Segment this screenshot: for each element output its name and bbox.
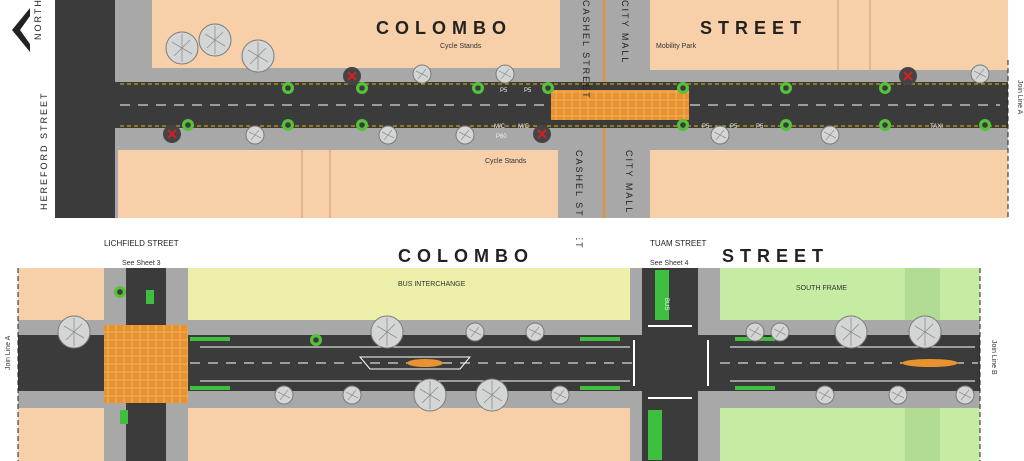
bay-p5: P5 [730, 124, 738, 130]
tree-small [770, 322, 790, 342]
tuam-street-label: TUAM STREET [650, 239, 707, 248]
bus-interchange-label: BUS INTERCHANGE [398, 281, 466, 288]
new-tree-marker [780, 82, 792, 94]
new-tree-marker [472, 82, 484, 94]
new-tree-marker [356, 82, 368, 94]
bay-mc: M/C [518, 124, 530, 130]
tree-canopy [413, 378, 447, 412]
bay-p5: P5 [500, 88, 508, 94]
hereford-road [55, 0, 115, 218]
city-mall-label-lower: CITY MALL [624, 150, 634, 214]
new-tree-marker [356, 119, 368, 131]
tree-small [820, 125, 840, 145]
tree-small [550, 385, 570, 405]
tree-canopy [908, 315, 942, 349]
south-frame-label: SOUTH FRAME [796, 285, 847, 292]
join-line-a-label: Join Line A [1016, 80, 1023, 115]
building-block [188, 408, 630, 461]
tree-small [955, 385, 975, 405]
tree-small [710, 125, 730, 145]
new-tree-marker [182, 119, 194, 131]
tree-canopy [241, 39, 275, 73]
tree-small [970, 64, 990, 84]
city-mall-label: CITY MALL [620, 0, 630, 64]
new-tree-marker [677, 119, 689, 131]
new-tree-marker [282, 119, 294, 131]
building-block [650, 0, 1008, 70]
removed-tree-icon [899, 67, 917, 85]
tree-canopy [165, 31, 199, 65]
cashel-street-label-lower: CASHEL STREET [574, 150, 584, 250]
paved-intersection [104, 325, 188, 403]
bay-mc: M/C [494, 124, 506, 130]
north-arrow-box [0, 0, 55, 60]
north-arrow-icon [12, 8, 30, 52]
bottom-street-title-right: STREET [722, 246, 829, 266]
tree-small [245, 125, 265, 145]
cycle-stands-label: Cycle Stands [485, 158, 527, 165]
tree-small [745, 322, 765, 342]
new-tree-marker [282, 82, 294, 94]
new-tree-marker [979, 119, 991, 131]
tree-small [815, 385, 835, 405]
new-tree-marker [780, 119, 792, 131]
north-label: NORTH [33, 0, 43, 40]
new-tree-marker [677, 82, 689, 94]
south-frame-area [720, 268, 980, 320]
new-tree-marker [310, 334, 322, 346]
bay-p5: P5 [702, 124, 710, 130]
bottom-sheet: COLOMBO STREET LICHFIELD STREET See Shee… [5, 239, 997, 461]
tree-canopy [370, 315, 404, 349]
tree-small [412, 64, 432, 84]
new-tree-marker [879, 119, 891, 131]
tree-small [888, 385, 908, 405]
tree-canopy [475, 378, 509, 412]
top-sheet: NORTH HEREFORD STREET P5 P5 M/C M/C P60 … [0, 0, 1023, 250]
lichfield-see-sheet: See Sheet 3 [122, 260, 161, 267]
join-line-a-label: Join Line A [5, 335, 12, 370]
tree-canopy [57, 315, 91, 349]
hereford-street-label: HEREFORD STREET [39, 91, 49, 210]
bottom-street-title-left: COLOMBO [398, 246, 534, 266]
join-line-b-label: Join Line B [990, 340, 997, 375]
lichfield-street-label: LICHFIELD STREET [104, 239, 179, 248]
building-block [650, 150, 1008, 218]
tuam-see-sheet: See Sheet 4 [650, 260, 689, 267]
tree-small [274, 385, 294, 405]
building-block [18, 408, 104, 461]
removed-tree-icon [163, 125, 181, 143]
tree-small [525, 322, 545, 342]
top-street-title-left: COLOMBO [376, 18, 512, 38]
tree-small [342, 385, 362, 405]
paved-crossing [551, 90, 689, 120]
bay-p5: P5 [524, 88, 532, 94]
tree-small [465, 322, 485, 342]
building-block [118, 150, 558, 218]
removed-tree-icon [343, 67, 361, 85]
top-street-title-right: STREET [700, 18, 807, 38]
tree-canopy [198, 23, 232, 57]
building-block [18, 268, 104, 320]
mobility-park-label: Mobility Park [656, 43, 697, 50]
removed-tree-icon [533, 125, 551, 143]
tree-small [455, 125, 475, 145]
tree-small [495, 64, 515, 84]
bay-p5: P5 [756, 124, 764, 130]
new-tree-marker [542, 82, 554, 94]
cashel-street-label: CASHEL STREET [581, 0, 591, 100]
south-frame-area [720, 408, 980, 461]
bus-lane-marking: BUS [663, 298, 669, 310]
new-tree-marker [879, 82, 891, 94]
new-tree-marker [114, 286, 126, 298]
bay-taxi: TAXI [930, 124, 943, 130]
tree-small [378, 125, 398, 145]
tree-canopy [834, 315, 868, 349]
cycle-stands-label: Cycle Stands [440, 43, 482, 50]
bus-interchange-area [188, 268, 630, 320]
bay-p60: P60 [496, 134, 507, 140]
